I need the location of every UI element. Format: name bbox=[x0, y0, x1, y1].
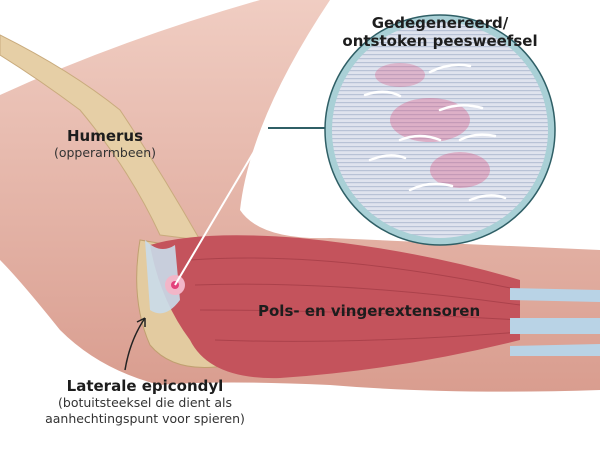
extensors-label: Pols- en vingerextensoren bbox=[258, 302, 481, 320]
epicondyle-label: Laterale epicondyl (botuitsteeksel die d… bbox=[10, 377, 280, 427]
wrist-tendons bbox=[510, 288, 600, 356]
tissue-title-line1: Gedegenereerd/ bbox=[371, 14, 509, 32]
epicondyle-subtitle-line1: (botuitsteeksel die dient als bbox=[58, 395, 232, 410]
tissue-title: Gedegenereerd/ ontstoken peesweefsel bbox=[320, 14, 560, 50]
extensor-muscle bbox=[150, 235, 520, 379]
humerus-label: Humerus (opperarmbeen) bbox=[40, 127, 170, 161]
humerus-title: Humerus bbox=[66, 127, 144, 145]
tissue-title-line2: ontstoken peesweefsel bbox=[342, 32, 538, 50]
epicondyle-subtitle-line2: aanhechtingspunt voor spieren) bbox=[45, 411, 245, 426]
epicondyle-title: Laterale epicondyl bbox=[66, 377, 224, 395]
epicondyle-arrow bbox=[124, 317, 146, 371]
humerus-subtitle: (opperarmbeen) bbox=[53, 145, 157, 160]
